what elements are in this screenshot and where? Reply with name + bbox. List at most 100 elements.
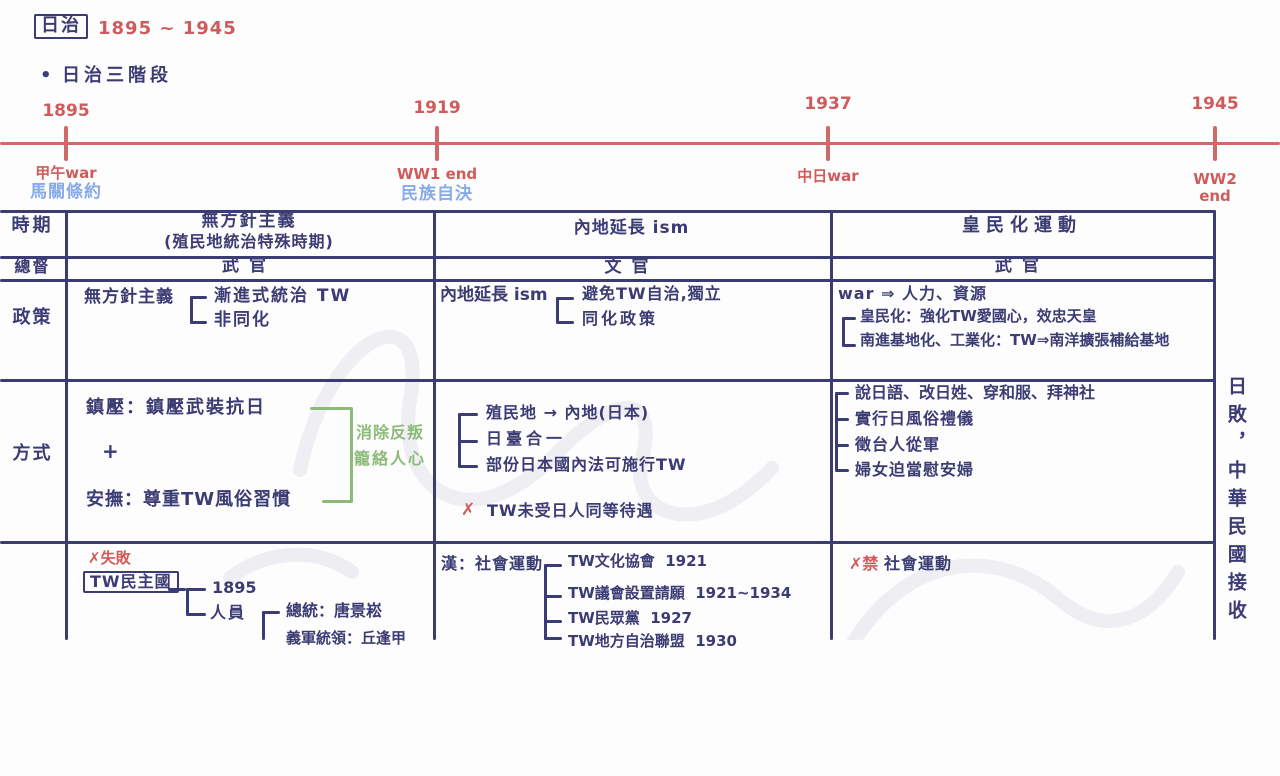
method-col2-item: 殖民地 → 內地(日本) xyxy=(486,403,650,422)
bracket-line xyxy=(186,588,206,591)
bracket-line xyxy=(835,392,838,471)
bracket-line xyxy=(458,465,478,468)
bracket-line xyxy=(842,317,845,347)
resist-col3-x-mark: ✗禁 xyxy=(849,554,879,573)
timeline-caption: 馬關條約 xyxy=(30,182,102,202)
col3-governor: 武官 xyxy=(995,256,1049,276)
table-border xyxy=(0,256,1216,259)
bracket-line xyxy=(544,564,547,640)
col1-governor: 武官 xyxy=(222,256,276,276)
method-col2-note: TW未受日人同等待遇 xyxy=(487,501,654,520)
timeline-tick-1895 xyxy=(64,126,68,161)
method-col1-note: 籠絡人心 xyxy=(354,449,427,468)
resist-col1-subitem: 義軍統領：丘逢甲 xyxy=(286,629,407,647)
method-col1-appease: 安撫：尊重TW風俗習慣 xyxy=(86,489,292,510)
timeline-tick-1937 xyxy=(826,126,830,161)
resist-col1-fail: ✗失敗 xyxy=(88,549,131,567)
timeline-tick-1919 xyxy=(435,126,439,161)
policy-col1-item: 漸進式統治 TW xyxy=(214,286,352,306)
col1-period-title: 無方針主義 xyxy=(201,211,297,231)
table-border xyxy=(0,279,1216,282)
bracket-line xyxy=(544,637,562,640)
green-bracket-line xyxy=(322,500,352,503)
bracket-line xyxy=(458,440,478,443)
policy-col1-item: 非同化 xyxy=(214,310,271,330)
bracket-line xyxy=(190,296,193,324)
col1-period-subtitle: (殖民地統治特殊時期) xyxy=(164,232,334,251)
bullet-marker: • xyxy=(40,65,52,86)
table-border xyxy=(0,379,1216,382)
method-col1-note: 消除反叛 xyxy=(356,423,425,442)
resist-col2-item: TW議會設置請願 1921~1934 xyxy=(568,584,792,602)
method-col2-item: 部份日本國內法可施行TW xyxy=(486,455,687,474)
resist-col2-item: TW地方自治聯盟 1930 xyxy=(568,632,737,650)
bracket-line xyxy=(556,321,574,324)
policy-col1-head: 無方針主義 xyxy=(84,287,174,307)
timeline-tick-1945 xyxy=(1213,126,1217,161)
bracket-line xyxy=(186,613,206,616)
watermark-signature xyxy=(223,329,1185,640)
bracket-line xyxy=(835,392,849,395)
resist-col1-item: 1895 xyxy=(212,578,257,597)
resist-col2-item: TW民眾黨 1927 xyxy=(568,609,692,627)
bracket-line xyxy=(190,321,207,324)
title-year-range: 1895 ~ 1945 xyxy=(98,18,237,39)
row-label-period: 時期 xyxy=(11,215,54,236)
bracket-line xyxy=(544,595,562,598)
row-label-policy: 政策 xyxy=(12,307,53,328)
table-border xyxy=(65,210,68,640)
bracket-line xyxy=(556,297,574,300)
policy-col3-item: 皇民化：強化TW愛國心，效忠天皇 xyxy=(860,307,1097,325)
table-border xyxy=(1213,210,1216,640)
table-border xyxy=(0,541,1216,544)
timeline-year: 1937 xyxy=(804,94,852,114)
policy-col2-head: 內地延長 ism xyxy=(440,285,548,305)
bracket-line xyxy=(835,469,849,472)
bracket-line xyxy=(835,444,849,447)
method-col1-plus: + xyxy=(102,439,119,463)
timeline-year: 1919 xyxy=(413,98,461,118)
col2-governor: 文官 xyxy=(604,257,659,277)
timeline-caption: 甲午war xyxy=(35,164,97,182)
row-label-governor: 總督 xyxy=(14,257,51,276)
bracket-line xyxy=(842,317,856,320)
policy-col2-item: 避免TW自治,獨立 xyxy=(582,284,722,303)
bracket-line xyxy=(544,564,562,567)
bracket-line xyxy=(190,296,207,299)
policy-col2-item: 同化政策 xyxy=(582,309,659,328)
method-col3-item: 婦女迫當慰安婦 xyxy=(855,460,975,479)
method-col3-item: 徵台人從軍 xyxy=(855,435,941,454)
policy-col3-line: war ⇒ 人力、資源 xyxy=(838,284,988,303)
method-col3-item: 說日語、改日姓、穿和服、拜神社 xyxy=(855,383,1096,402)
timeline-year: 1945 xyxy=(1191,94,1239,114)
method-col2-x-mark: ✗ xyxy=(461,500,476,520)
side-note-vertical: 日敗，中華民國接收 xyxy=(1224,376,1247,628)
bracket-line xyxy=(262,611,280,614)
green-bracket-line xyxy=(350,407,353,503)
notes-page: { "colors": { "ink": "#3c3c74", "red": "… xyxy=(0,14,1280,650)
method-col2-item: 日臺合一 xyxy=(486,429,567,448)
timeline-caption: end xyxy=(1199,187,1231,205)
bracket-line xyxy=(262,611,265,640)
bracket-line xyxy=(556,297,559,324)
resist-col2-head: 漢：社會運動 xyxy=(441,554,544,573)
timeline-axis xyxy=(0,142,1280,145)
row-label-method: 方式 xyxy=(12,443,53,464)
bracket-line xyxy=(458,413,478,416)
table-border xyxy=(830,210,833,640)
bracket-line xyxy=(835,418,849,421)
timeline-year: 1895 xyxy=(42,101,90,121)
resist-col1-item: 人員 xyxy=(210,603,247,622)
table-border xyxy=(0,210,1216,213)
col3-period-title: 皇民化運動 xyxy=(962,215,1082,236)
bracket-line xyxy=(544,620,562,623)
section-heading: 日治三階段 xyxy=(62,65,172,86)
table-border xyxy=(433,210,436,640)
resist-col1-box: TW民主國 xyxy=(83,571,179,594)
method-col1-suppress: 鎮壓：鎮壓武裝抗日 xyxy=(86,397,266,418)
timeline-caption: 中日war xyxy=(797,167,859,185)
page-title: 日治 xyxy=(34,14,88,39)
policy-col3-item: 南進基地化、工業化：TW⇒南洋擴張補給基地 xyxy=(860,331,1170,349)
green-bracket-line xyxy=(310,407,352,410)
col2-period-title: 內地延長 ism xyxy=(573,218,690,238)
